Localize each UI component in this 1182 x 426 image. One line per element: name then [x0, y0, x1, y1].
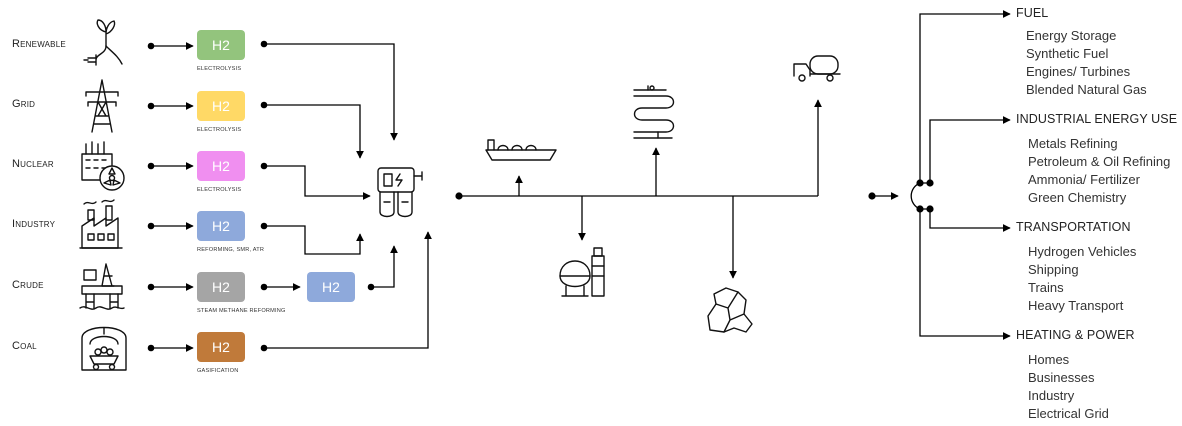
use-category-heating-power: HEATING & POWER: [1016, 328, 1135, 342]
use-item: Green Chemistry: [1028, 189, 1126, 207]
process-label-coal: Gasification: [197, 368, 238, 374]
h2-box-crude: H2: [197, 272, 245, 302]
use-item: Industry: [1028, 387, 1074, 405]
use-item: Synthetic Fuel: [1026, 45, 1108, 63]
use-category-transportation: TRANSPORTATION: [1016, 220, 1131, 234]
oil-rig-icon: [80, 264, 124, 309]
use-item: Shipping: [1028, 261, 1079, 279]
nuclear-plant-icon: [82, 142, 124, 190]
underground-storage-icon: [708, 288, 752, 332]
use-item: Businesses: [1028, 369, 1094, 387]
process-label-grid: Electrolysis: [197, 127, 241, 133]
process-label-renewable: Electrolysis: [197, 66, 241, 72]
storage-tank-icon: [560, 248, 604, 296]
use-item: Energy Storage: [1026, 27, 1116, 45]
source-label-renewable: Renewable: [12, 38, 66, 50]
use-item: Engines/ Turbines: [1026, 63, 1130, 81]
end-use-lines: [872, 14, 1010, 336]
source-label-grid: Grid: [12, 98, 35, 110]
h2-box-coal: H2: [197, 332, 245, 362]
use-item: Blended Natural Gas: [1026, 81, 1147, 99]
use-item: Petroleum & Oil Refining: [1028, 153, 1170, 171]
source-label-industry: Industry: [12, 218, 55, 230]
use-item: Hydrogen Vehicles: [1028, 243, 1136, 261]
h2-box-grid: H2: [197, 91, 245, 121]
use-item: Homes: [1028, 351, 1069, 369]
use-item: Trains: [1028, 279, 1064, 297]
electrolyzer-icon: [378, 168, 422, 217]
h2-box-industry: H2: [197, 211, 245, 241]
h2-box-crude-secondary: H2: [307, 272, 355, 302]
use-category-industrial: INDUSTRIAL ENERGY USE: [1016, 112, 1177, 126]
source-label-coal: Coal: [12, 340, 37, 352]
process-label-crude: Steam Methane Reforming: [197, 308, 286, 314]
process-label-nuclear: Electrolysis: [197, 187, 241, 193]
use-item: Metals Refining: [1028, 135, 1118, 153]
tanker-truck-icon: [794, 56, 840, 81]
use-item: Electrical Grid: [1028, 405, 1109, 423]
use-item: Heavy Transport: [1028, 297, 1123, 315]
source-arrows: [151, 46, 193, 348]
pipeline-icon: [634, 86, 674, 138]
tanker-ship-icon: [486, 140, 556, 160]
source-label-nuclear: Nuclear: [12, 158, 54, 170]
use-category-fuel: FUEL: [1016, 6, 1048, 20]
plant-plug-icon: [84, 20, 122, 65]
h2-to-hub-lines: [264, 44, 428, 348]
process-label-industry: Reforming, SMR, ATR: [197, 247, 264, 253]
coal-mine-icon: [82, 328, 126, 371]
distribution-trunk: [459, 100, 818, 278]
use-item: Ammonia/ Fertilizer: [1028, 171, 1140, 189]
power-tower-icon: [86, 80, 118, 132]
factory-icon: [80, 200, 122, 248]
h2-box-nuclear: H2: [197, 151, 245, 181]
h2-box-renewable: H2: [197, 30, 245, 60]
source-label-crude: Crude: [12, 279, 44, 291]
